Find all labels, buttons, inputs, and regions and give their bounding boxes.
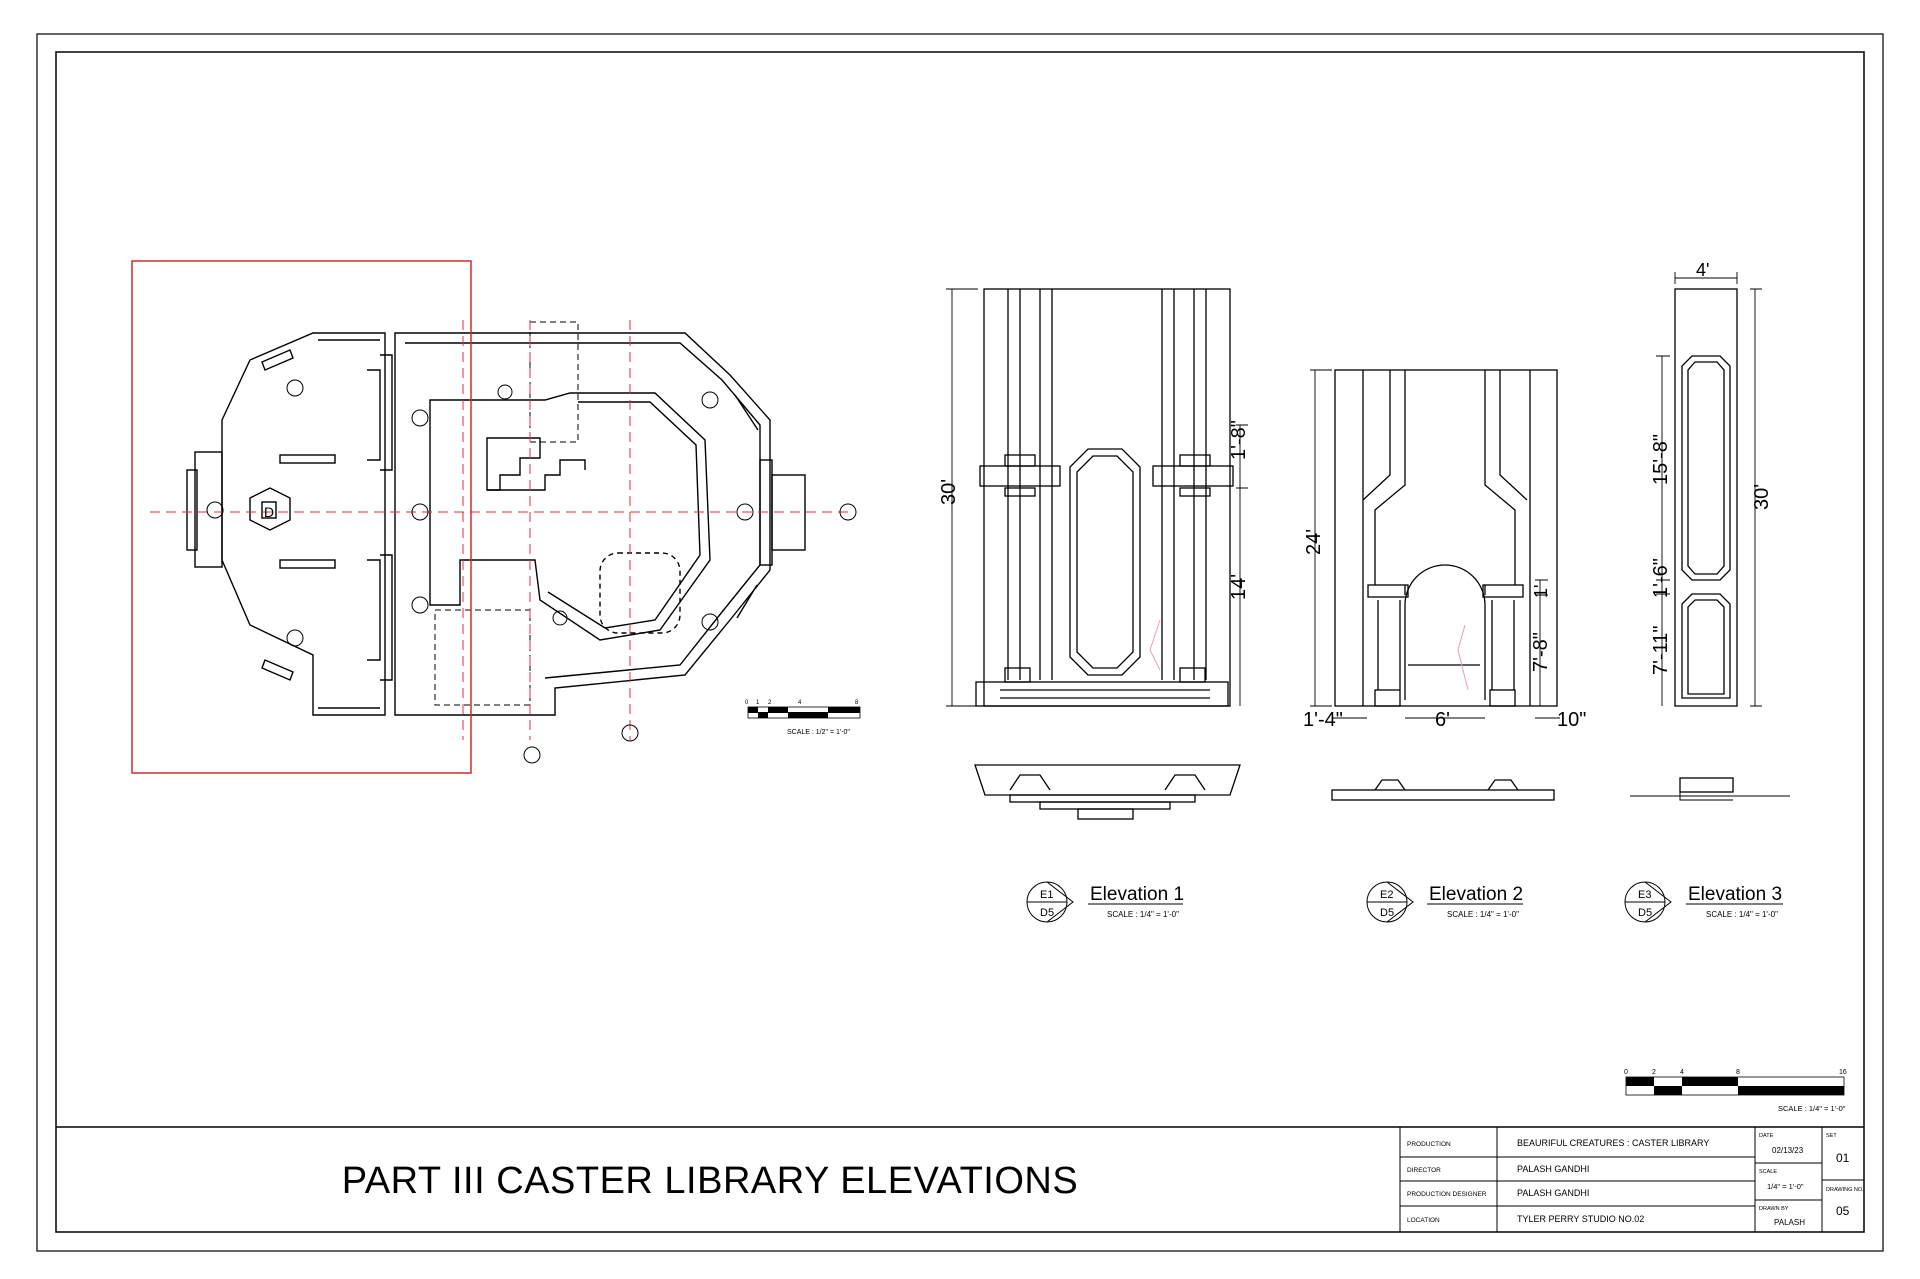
elevation-1-tag: E1 D5 Elevation 1 SCALE : 1/4" = 1'-0" <box>1026 881 1184 923</box>
plan-center-tag: D <box>264 504 274 520</box>
plan-scale-tick-3: 4 <box>798 700 802 706</box>
plan-scale-text: SCALE : 1/2" = 1'-0" <box>787 729 850 736</box>
outer-border <box>36 33 1884 1252</box>
plan-scale-tick-0: 0 <box>745 700 749 706</box>
elev3-dim-upper-panel: 15'-8" <box>1650 434 1672 485</box>
title-block <box>56 1126 1864 1232</box>
tb-value-location: TYLER PERRY STUDIO NO.02 <box>1517 1214 1644 1224</box>
elev2-scale: SCALE : 1/4" = 1'-0" <box>1447 910 1519 919</box>
tb-drawn-by-value: PALASH <box>1774 1218 1805 1227</box>
elev3-dim-height: 30' <box>1751 484 1773 510</box>
floor-plan <box>186 321 806 716</box>
tb-date-label: DATE <box>1759 1133 1774 1139</box>
tb-label-director: DIRECTOR <box>1407 1167 1441 1174</box>
elev2-tag-bottom: D5 <box>1380 907 1394 919</box>
elev2-title: Elevation 2 <box>1429 884 1523 905</box>
elev1-dim-height: 30' <box>938 479 960 505</box>
tb-drawing-no-label: DRAWING NO. <box>1826 1187 1864 1193</box>
main-scale-tick-3: 8 <box>1736 1069 1740 1076</box>
plan-scale-tick-1: 1 <box>756 700 760 706</box>
plan-section-markers <box>206 379 857 764</box>
tb-scale-value: 1/4" = 1'-0" <box>1767 1182 1804 1191</box>
elev2-dim-left: 1'-4" <box>1303 709 1343 731</box>
elev2-dim-right: 10" <box>1557 709 1586 731</box>
elev1-tag-top: E1 <box>1040 889 1053 901</box>
elevation-3-drawing <box>1630 272 1790 801</box>
elev2-dim-cap: 1' <box>1531 585 1551 598</box>
main-scale-tick-1: 2 <box>1652 1069 1656 1076</box>
plan-centerlines <box>150 320 850 740</box>
sheet-title: PART III CASTER LIBRARY ELEVATIONS <box>341 1160 1079 1202</box>
plan-scale-bar: 0 1 2 4 8 SCALE : 1/2" = 1'-0" <box>745 700 861 736</box>
tb-set-value: 01 <box>1836 1151 1850 1165</box>
elev1-dim-top: 1'-8" <box>1228 420 1250 460</box>
inner-border <box>55 51 1865 1233</box>
elevation-2-tag: E2 D5 Elevation 2 SCALE : 1/4" = 1'-0" <box>1366 881 1523 923</box>
tb-drawing-no-value: 05 <box>1836 1204 1850 1218</box>
main-scale-text: SCALE : 1/4" = 1'-0" <box>1778 1104 1846 1113</box>
elevation-3-tag: E3 D5 Elevation 3 SCALE : 1/4" = 1'-0" <box>1624 881 1783 923</box>
tb-set-label: SET <box>1826 1133 1837 1139</box>
elev2-dim-height: 24' <box>1303 529 1325 555</box>
elev2-dim-arch: 7'-8" <box>1530 632 1552 672</box>
figure-elevation-2 <box>1457 624 1469 691</box>
highlight-box <box>131 260 472 774</box>
elev2-dim-opening: 6' <box>1435 709 1450 731</box>
elev3-title: Elevation 3 <box>1688 884 1782 905</box>
elev3-tag-top: E3 <box>1638 889 1651 901</box>
plan-scale-tick-2: 2 <box>768 700 772 706</box>
elev3-dim-gap: 1'-6" <box>1650 558 1672 598</box>
elev3-tag-bottom: D5 <box>1638 907 1652 919</box>
elevation-2-drawing <box>1310 369 1560 801</box>
elev3-dim-width: 4' <box>1696 260 1709 280</box>
elev1-title: Elevation 1 <box>1090 884 1184 905</box>
tb-label-production: PRODUCTION <box>1407 1141 1451 1148</box>
tb-value-director: PALASH GANDHI <box>1517 1164 1589 1174</box>
main-scale-bar: 0 2 4 8 16 SCALE : 1/4" = 1'-0" <box>1624 1069 1847 1113</box>
plan-scale-tick-4: 8 <box>855 700 859 706</box>
tb-label-designer: PRODUCTION DESIGNER <box>1407 1191 1487 1198</box>
elev1-tag-bottom: D5 <box>1040 907 1054 919</box>
tb-label-location: LOCATION <box>1407 1217 1440 1224</box>
elev2-tag-top: E2 <box>1380 889 1393 901</box>
elev3-scale: SCALE : 1/4" = 1'-0" <box>1706 910 1778 919</box>
elev3-dim-lower-panel: 7'-11" <box>1650 626 1672 675</box>
tb-scale-label: SCALE <box>1759 1169 1777 1175</box>
tb-value-designer: PALASH GANDHI <box>1517 1188 1589 1198</box>
tb-value-production: BEAURIFUL CREATURES : CASTER LIBRARY <box>1517 1138 1709 1148</box>
tb-drawn-by-label: DRAWN BY <box>1759 1206 1789 1212</box>
figure-elevation-1 <box>1149 619 1161 671</box>
main-scale-tick-4: 16 <box>1839 1069 1847 1076</box>
elev1-dim-lower: 14' <box>1228 574 1250 600</box>
tb-date-value: 02/13/23 <box>1772 1146 1804 1155</box>
elevation-1-drawing <box>946 288 1248 820</box>
elev1-scale: SCALE : 1/4" = 1'-0" <box>1107 910 1179 919</box>
main-scale-tick-2: 4 <box>1680 1069 1684 1076</box>
main-scale-tick-0: 0 <box>1624 1069 1628 1076</box>
